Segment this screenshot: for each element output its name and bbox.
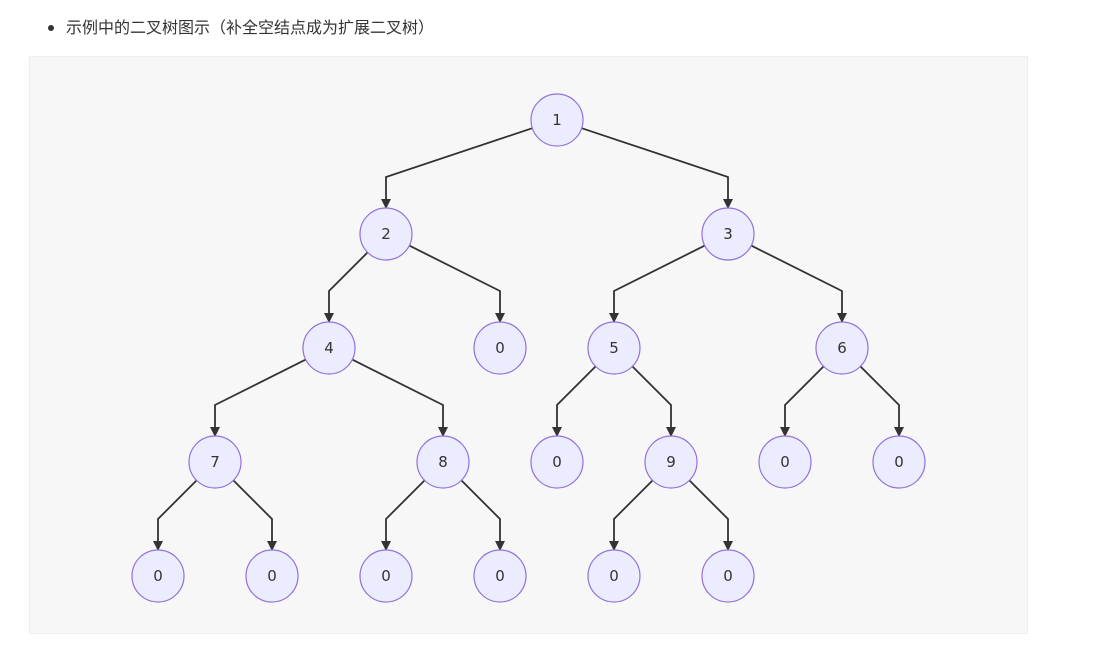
nodes-layer: 1 2 3 4 0 5 6 7 8 0 9 0 0 0 0 0 0 0 0 xyxy=(131,93,926,603)
tree-node-n2: 2 xyxy=(359,207,413,261)
node-label: 8 xyxy=(438,453,448,471)
edge-n6-n6l xyxy=(780,365,825,437)
tree-node-n9r: 0 xyxy=(701,549,755,603)
tree-node-n7: 7 xyxy=(188,435,242,489)
edge-n2-n2r xyxy=(408,244,505,323)
edge-n1-n3 xyxy=(581,127,733,209)
node-label: 7 xyxy=(210,453,220,471)
node-circle xyxy=(644,435,698,489)
node-circle xyxy=(473,321,527,375)
node-circle xyxy=(530,435,584,489)
node-circle xyxy=(245,549,299,603)
node-label: 0 xyxy=(780,453,790,471)
node-circle xyxy=(701,207,755,261)
node-circle xyxy=(188,435,242,489)
tree-node-n6: 6 xyxy=(815,321,869,375)
tree-node-n7l: 0 xyxy=(131,549,185,603)
node-circle xyxy=(587,549,641,603)
tree-node-n8l: 0 xyxy=(359,549,413,603)
tree-node-n6r: 0 xyxy=(872,435,926,489)
edge-n6-n6r xyxy=(859,365,904,437)
tree-node-n6l: 0 xyxy=(758,435,812,489)
edge-n8-n8r xyxy=(460,479,505,551)
edge-n5-n5l xyxy=(552,365,597,437)
node-circle xyxy=(416,435,470,489)
tree-node-n4: 4 xyxy=(302,321,356,375)
edge-n9-n9r xyxy=(688,479,733,551)
edge-n1-n2 xyxy=(381,127,533,209)
node-circle xyxy=(131,549,185,603)
tree-node-n8r: 0 xyxy=(473,549,527,603)
caption-list-item: 示例中的二叉树图示（补全空结点成为扩展二叉树） xyxy=(48,16,434,40)
node-label: 5 xyxy=(609,339,619,357)
edge-n4-n7 xyxy=(210,358,307,437)
tree-node-n8: 8 xyxy=(416,435,470,489)
node-circle xyxy=(758,435,812,489)
node-label: 4 xyxy=(324,339,334,357)
node-circle xyxy=(815,321,869,375)
tree-node-n7r: 0 xyxy=(245,549,299,603)
edge-n3-n5 xyxy=(609,244,706,323)
caption-text: 示例中的二叉树图示（补全空结点成为扩展二叉树） xyxy=(66,18,435,37)
node-circle xyxy=(473,549,527,603)
node-label: 0 xyxy=(723,567,733,585)
tree-node-n5: 5 xyxy=(587,321,641,375)
tree-node-n9l: 0 xyxy=(587,549,641,603)
edges-layer xyxy=(153,127,904,551)
node-label: 9 xyxy=(666,453,676,471)
node-label: 0 xyxy=(267,567,277,585)
node-circle xyxy=(587,321,641,375)
tree-node-n9: 9 xyxy=(644,435,698,489)
node-circle xyxy=(359,549,413,603)
node-circle xyxy=(302,321,356,375)
edge-n2-n4 xyxy=(324,251,369,323)
edge-n8-n8l xyxy=(381,479,426,551)
node-circle xyxy=(701,549,755,603)
node-label: 0 xyxy=(495,339,505,357)
node-label: 3 xyxy=(723,225,733,243)
edge-n9-n9l xyxy=(609,479,654,551)
tree-node-n3: 3 xyxy=(701,207,755,261)
edge-n5-n9 xyxy=(631,365,676,437)
edge-n7-n7r xyxy=(232,479,277,551)
node-label: 0 xyxy=(609,567,619,585)
edge-n4-n8 xyxy=(351,358,448,437)
tree-node-n2r: 0 xyxy=(473,321,527,375)
node-circle xyxy=(359,207,413,261)
node-label: 0 xyxy=(381,567,391,585)
tree-node-n1: 1 xyxy=(530,93,584,147)
node-circle xyxy=(872,435,926,489)
node-label: 0 xyxy=(552,453,562,471)
tree-node-n5l: 0 xyxy=(530,435,584,489)
edge-n7-n7l xyxy=(153,479,198,551)
node-label: 6 xyxy=(837,339,847,357)
node-label: 0 xyxy=(153,567,163,585)
edge-n3-n6 xyxy=(750,244,847,323)
node-circle xyxy=(530,93,584,147)
node-label: 0 xyxy=(894,453,904,471)
node-label: 1 xyxy=(552,111,562,129)
node-label: 0 xyxy=(495,567,505,585)
bullet-icon xyxy=(48,25,54,31)
node-label: 2 xyxy=(381,225,391,243)
